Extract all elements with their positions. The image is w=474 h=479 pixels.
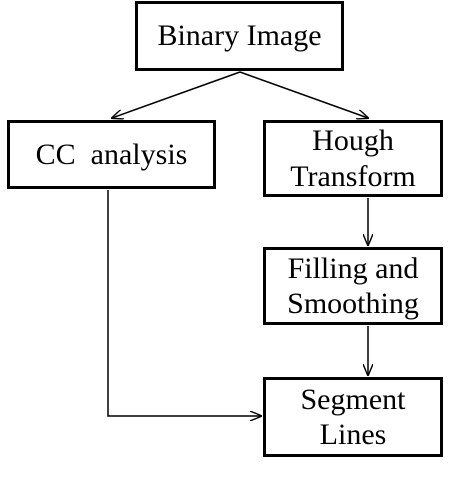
node-hough-transform: Hough Transform: [263, 120, 443, 197]
node-filling-and-smoothing: Filling and Smoothing: [263, 247, 443, 325]
node-segment-lines: Segment Lines: [263, 377, 443, 457]
node-filling-and-smoothing-label: Filling and Smoothing: [287, 251, 419, 320]
edge-cc-to-segment: [107, 190, 261, 416]
node-hough-transform-label: Hough Transform: [290, 124, 416, 193]
node-cc-analysis: CC analysis: [7, 120, 216, 189]
node-segment-lines-label: Segment Lines: [300, 382, 406, 451]
edge-binary-to-hough: [239, 71, 368, 118]
node-cc-analysis-label: CC analysis: [35, 137, 188, 171]
edge-binary-to-cc: [112, 71, 241, 118]
node-binary-image: Binary Image: [135, 1, 344, 71]
node-binary-image-label: Binary Image: [157, 19, 322, 53]
